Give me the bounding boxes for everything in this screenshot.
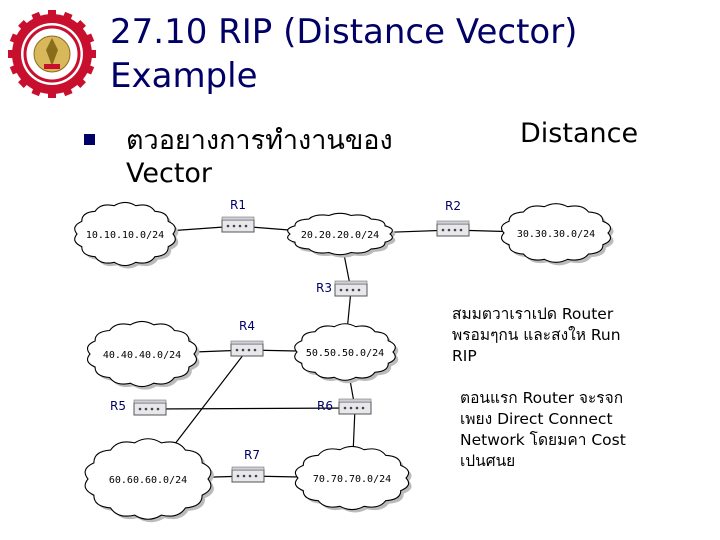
- network-label: 40.40.40.0/24: [103, 350, 181, 361]
- note-1-line-1: สมมตวาเราเปด Router: [452, 305, 614, 323]
- router-port-icon: [355, 406, 359, 410]
- router-port-icon: [254, 474, 258, 478]
- router-port-icon: [447, 228, 451, 232]
- router-port-icon: [453, 228, 457, 232]
- router-port-icon: [242, 474, 246, 478]
- router-label: R2: [445, 199, 461, 213]
- router-port-icon: [343, 406, 347, 410]
- router-port-icon: [339, 288, 343, 292]
- router-port-icon: [459, 228, 463, 232]
- router-R2: R2: [436, 199, 470, 237]
- network-label: 50.50.50.0/24: [306, 348, 384, 359]
- router-port-icon: [144, 407, 148, 411]
- network-cloud-n20: 20.20.20.0/24: [287, 212, 396, 258]
- router-port-icon: [349, 406, 353, 410]
- router-port-icon: [253, 348, 257, 352]
- router-label: R7: [244, 448, 260, 462]
- router-R5: R5: [110, 399, 167, 416]
- network-label: 30.30.30.0/24: [517, 229, 595, 240]
- network-cloud-n40: 40.40.40.0/24: [86, 320, 200, 390]
- note-2-line-2: เพยง Direct Connect: [460, 410, 613, 428]
- network-cloud-n10: 10.10.10.0/24: [74, 201, 179, 269]
- title-line-1: 27.10 RIP (Distance Vector): [110, 12, 578, 52]
- note-2-line-1: ตอนแรก Router จะรจก: [460, 389, 624, 407]
- router-port-icon: [156, 407, 160, 411]
- router-label: R6: [317, 399, 333, 413]
- router-label: R4: [239, 319, 255, 333]
- title-line-2: Example: [110, 56, 258, 96]
- router-port-icon: [441, 228, 445, 232]
- router-port-icon: [236, 474, 240, 478]
- network-cloud-n70: 70.70.70.0/24: [294, 445, 412, 513]
- network-label: 20.20.20.0/24: [301, 230, 379, 241]
- clouds-layer: 10.10.10.0/24 20.20.20.0/24 30.30.30.0/24 4…: [74, 201, 614, 523]
- bullet-text-line-2: Vector: [126, 158, 213, 189]
- bullet-text-part-1: ตวอยางการทำงานของ: [126, 125, 393, 156]
- router-port-icon: [345, 288, 349, 292]
- router-R4: R4: [230, 319, 264, 357]
- note-2: ตอนแรก Router จะรจก เพยง Direct Connect …: [460, 388, 626, 472]
- router-port-icon: [361, 406, 365, 410]
- link-R5-R6: [149, 407, 356, 410]
- note-1-line-3: RIP: [452, 347, 477, 365]
- router-port-icon: [226, 224, 230, 228]
- router-R6: R6: [317, 398, 372, 415]
- router-port-icon: [357, 288, 361, 292]
- router-port-icon: [241, 348, 245, 352]
- router-port-icon: [235, 348, 239, 352]
- network-label: 60.60.60.0/24: [109, 475, 187, 486]
- note-2-line-3: Network โดยมคา Cost: [460, 431, 626, 449]
- router-port-icon: [351, 288, 355, 292]
- network-label: 10.10.10.0/24: [86, 230, 164, 241]
- router-label: R1: [230, 198, 246, 212]
- router-port-icon: [138, 407, 142, 411]
- note-2-line-4: เปนศนย: [460, 452, 516, 470]
- note-1: สมมตวาเราเปด Router พรอมๆกน และสงให Run …: [452, 304, 621, 367]
- university-logo: [8, 10, 96, 98]
- router-port-icon: [232, 224, 236, 228]
- router-port-icon: [238, 224, 242, 228]
- bullet-square-icon: [84, 134, 95, 145]
- router-label: R5: [110, 399, 126, 413]
- network-cloud-n50: 50.50.50.0/24: [294, 323, 399, 384]
- bullet-text-part-2: Distance: [520, 118, 639, 149]
- router-port-icon: [247, 348, 251, 352]
- router-label: R3: [316, 281, 332, 295]
- network-cloud-n60: 60.60.60.0/24: [84, 438, 214, 523]
- network-cloud-n30: 30.30.30.0/24: [500, 203, 614, 266]
- router-port-icon: [248, 474, 252, 478]
- router-port-icon: [150, 407, 154, 411]
- network-label: 70.70.70.0/24: [313, 474, 391, 485]
- router-R1: R1: [221, 198, 255, 233]
- note-1-line-2: พรอมๆกน และสงให Run: [452, 326, 621, 344]
- router-R3: R3: [316, 280, 368, 297]
- router-port-icon: [244, 224, 248, 228]
- slide-title: 27.10 RIP (Distance Vector) Example: [110, 10, 710, 98]
- router-R7: R7: [231, 448, 265, 483]
